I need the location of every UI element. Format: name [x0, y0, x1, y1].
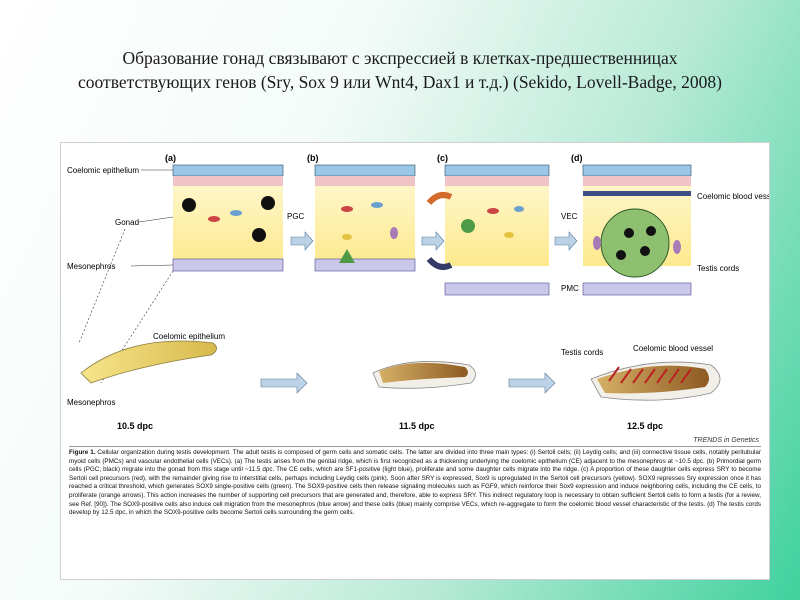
label-pgc: PGC — [287, 212, 305, 221]
panel-a-tissue — [172, 164, 284, 272]
ce-daughter-cell — [208, 216, 220, 222]
label-coelomic-epithelium: Coelomic epithelium — [67, 166, 139, 175]
germ-cell — [261, 196, 275, 210]
label-coelomic-blood-vessel-lower: Coelomic blood vessel — [633, 344, 713, 353]
label-coelomic-blood-vessel-text: Coelomic blood vessel — [697, 192, 769, 201]
label-mesonephros-lower: Mesonephros — [67, 398, 115, 407]
caption-text: Cellular organization during testis deve… — [69, 449, 761, 517]
label-gonad: Gonad — [115, 218, 139, 227]
panel-label-d: (d) — [571, 153, 583, 163]
slide-title: Образование гонад связывают с экспрессие… — [78, 48, 722, 92]
label-testis-cords-lower: Testis cords — [561, 348, 603, 357]
testis-cord — [600, 208, 670, 278]
panel-b-tissue — [314, 164, 416, 272]
gonad-10-5-dpc — [80, 340, 217, 384]
caption-heading: Figure 1. — [69, 449, 96, 456]
panel-c-tissue — [426, 164, 550, 296]
label-coelomic-blood-vessel: Coelomic blood vessel — [697, 192, 769, 201]
panel-label-c: (c) — [437, 153, 448, 163]
figure-credit: TRENDS in Genetics — [693, 437, 759, 444]
label-testis-cords: Testis cords — [697, 264, 739, 273]
stage-10-5-dpc: 10.5 dpc — [117, 421, 153, 431]
germ-cell — [182, 198, 196, 212]
label-pmc: PMC — [561, 284, 579, 293]
panel-d-tissue — [582, 164, 692, 296]
caption-divider — [69, 446, 761, 447]
label-coelomic-epithelium-lower: Coelomic epithelium — [153, 332, 225, 341]
ce-daughter-cell — [230, 210, 242, 216]
testis-development-figure: (a) (b) (c) (d) — [60, 142, 777, 580]
gonad-11-5-dpc — [372, 361, 476, 389]
panel-label-b: (b) — [307, 153, 319, 163]
stage-12-5-dpc: 12.5 dpc — [627, 421, 663, 431]
label-mesonephros: Mesonephros — [67, 262, 115, 271]
figure-illustration: (a) (b) (c) (d) — [67, 153, 777, 431]
label-vec: VEC — [561, 212, 578, 221]
panel-label-a: (a) — [165, 153, 176, 163]
germ-cell — [252, 228, 266, 242]
stage-11-5-dpc: 11.5 dpc — [399, 421, 435, 431]
figure-caption: Figure 1. Cellular organization during t… — [69, 449, 761, 518]
gonad-12-5-dpc — [590, 361, 721, 401]
